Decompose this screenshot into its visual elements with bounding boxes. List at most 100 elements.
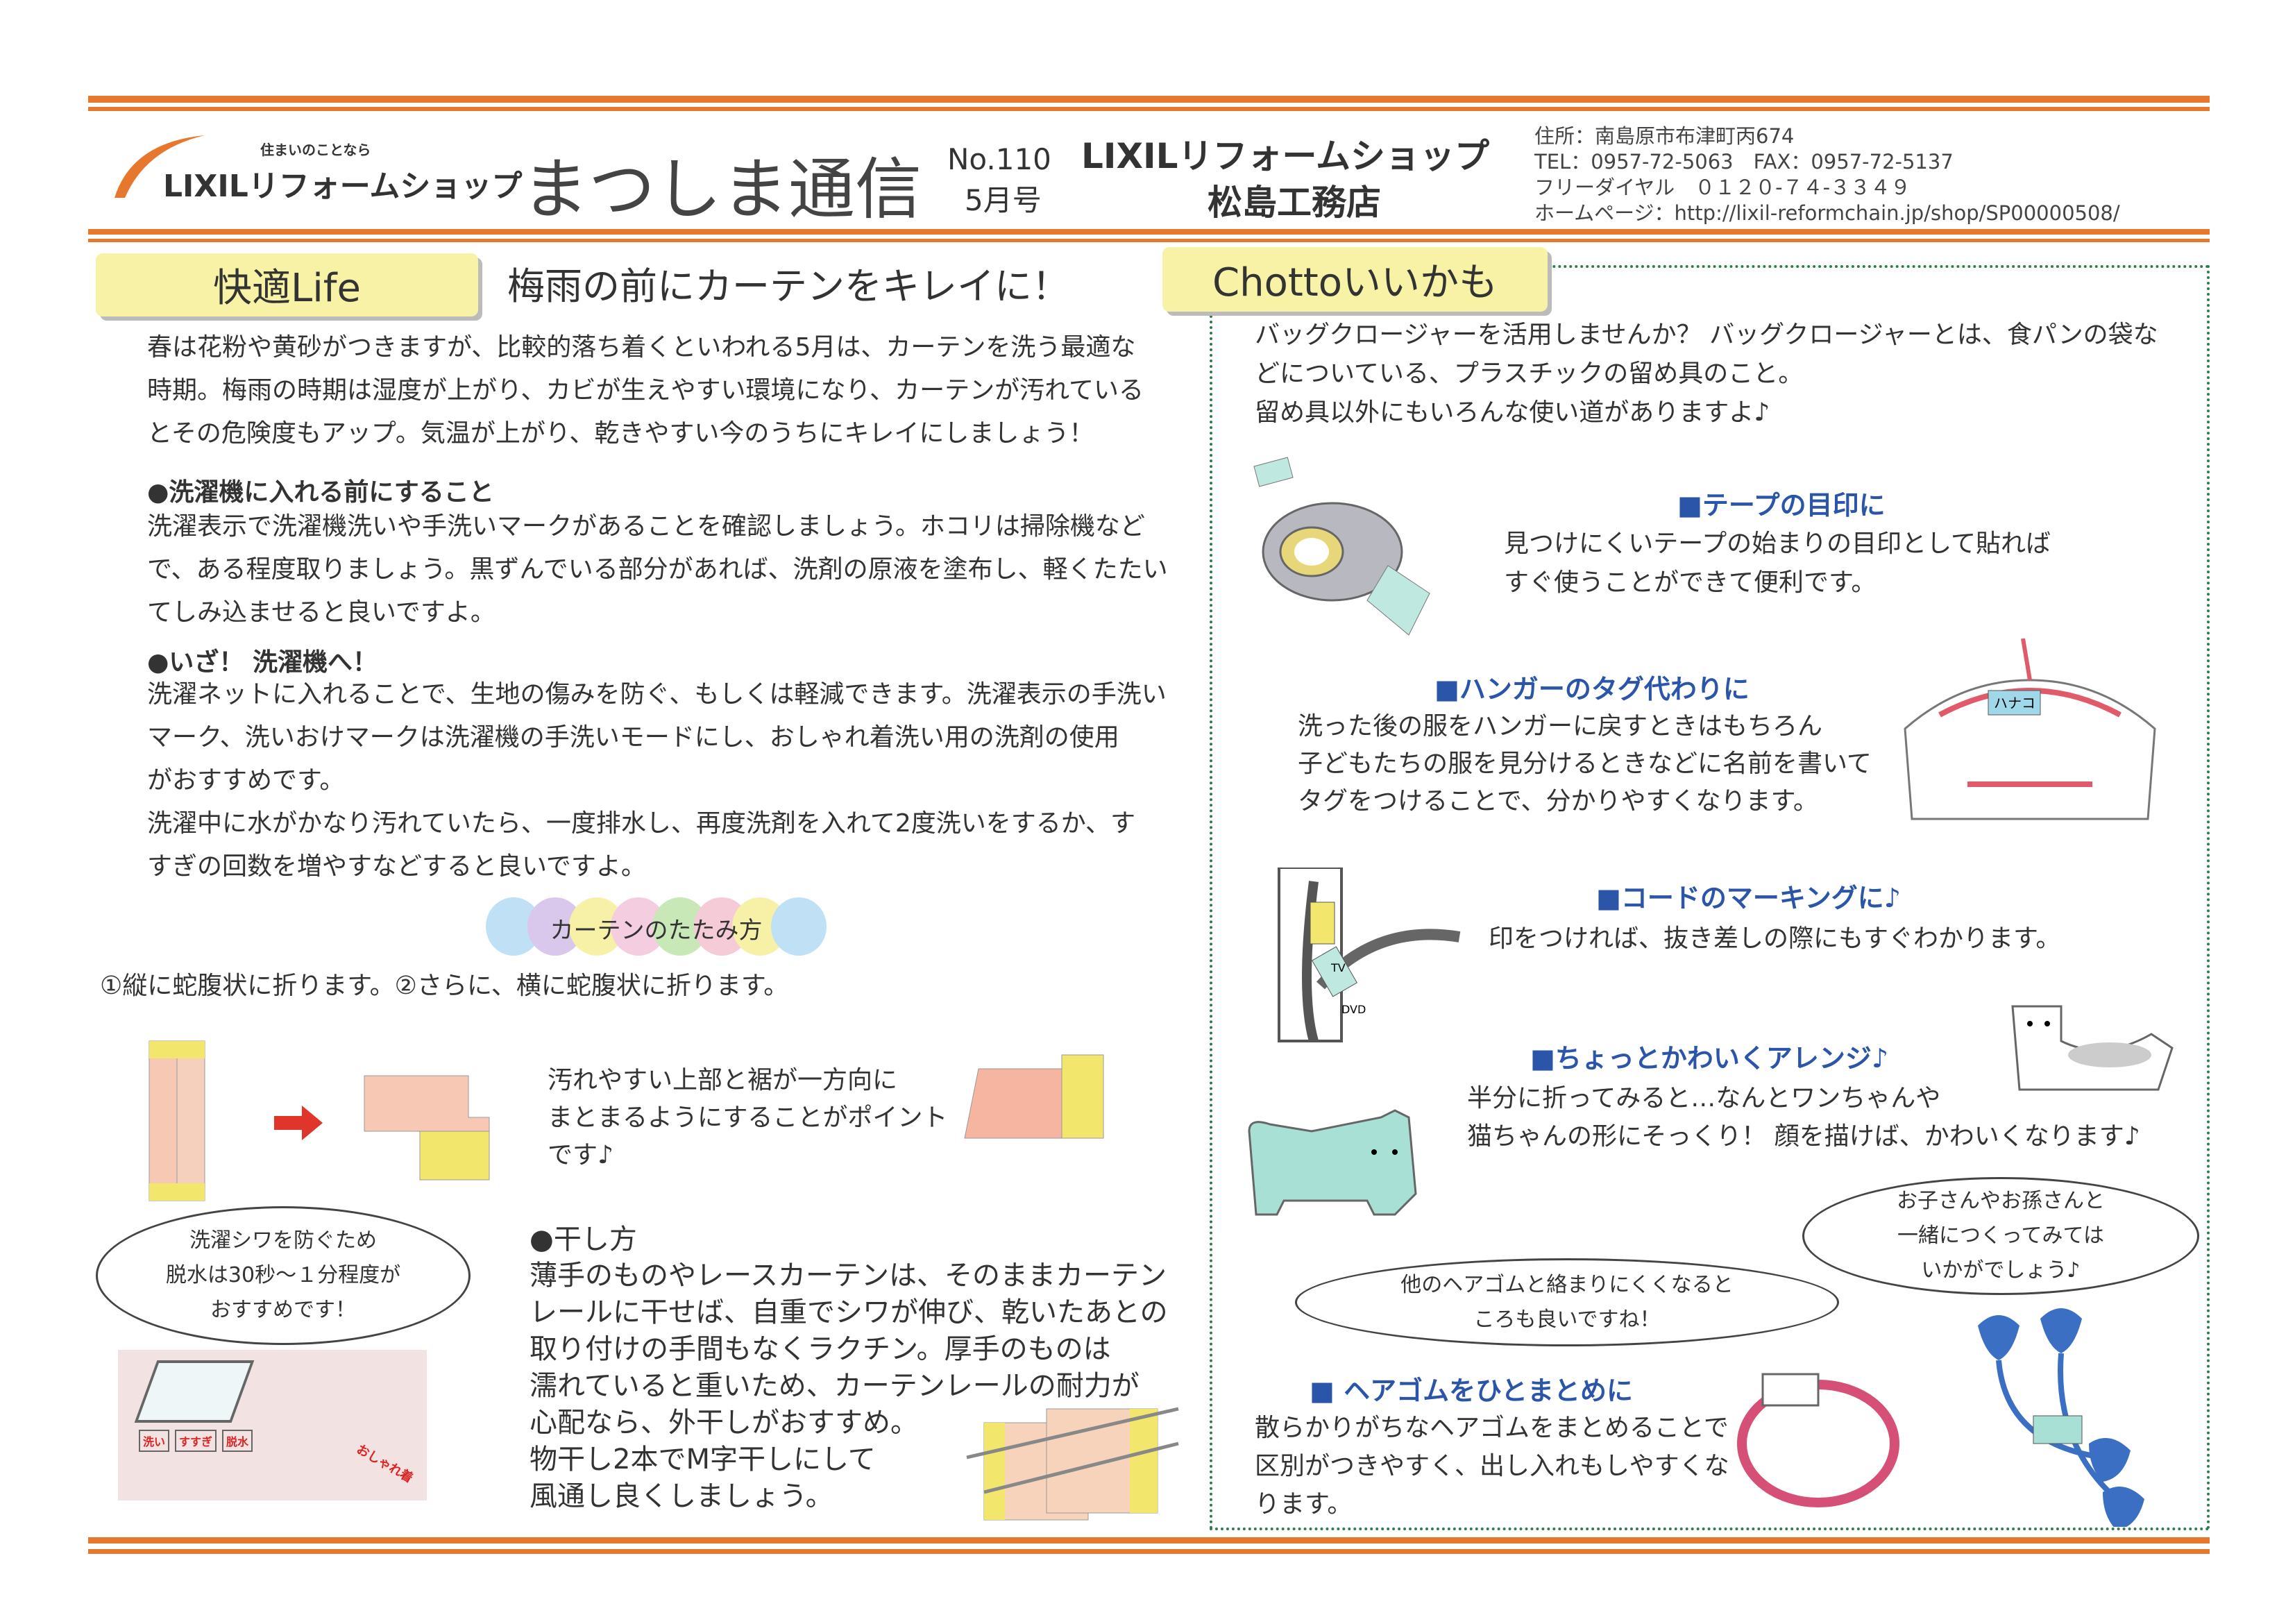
wash-button: 洗い bbox=[139, 1430, 170, 1452]
logo: 住まいのことなら LIXILリフォームショップ bbox=[111, 132, 522, 204]
bubble-line: 脱水は30秒～１分程度が bbox=[165, 1263, 401, 1287]
header-rule-2 bbox=[88, 239, 2210, 242]
chotto-box bbox=[1210, 265, 2210, 1530]
item-title: ■コードのマーキングに♪ bbox=[1596, 883, 1902, 913]
m-shape-drying-illustration bbox=[966, 1407, 1179, 1521]
tip-line: 汚れやすい上部と裾が一方向に bbox=[548, 1066, 898, 1094]
issue-month: 5月号 bbox=[965, 183, 1042, 217]
item-body: 半分に折ってみると…なんとワンちゃんや 猫ちゃんの形にそっくり！ 顔を描けば、か… bbox=[1467, 1079, 2140, 1156]
cord-tag-tv: TV bbox=[1330, 961, 1346, 974]
bubble-line: 洗濯シワを防ぐため bbox=[189, 1228, 377, 1253]
body-line: 猫ちゃんの形にそっくり！ 顔を描けば、かわいくなります♪ bbox=[1467, 1122, 2140, 1151]
item-title: ■ ヘアゴムをひとまとめに bbox=[1310, 1376, 1633, 1406]
body-line: 洗濯中に水がかなり汚れていたら、一度排水し、再度洗剤を入れて2度洗いをするか、す bbox=[147, 809, 1136, 838]
issue-number: No.110 bbox=[947, 142, 1051, 176]
fold-tip: 汚れやすい上部と裾が一方向に まとまるようにすることがポイント です♪ bbox=[548, 1062, 947, 1174]
item-title: ■ちょっとかわいくアレンジ♪ bbox=[1530, 1043, 1889, 1074]
body-line: すぐ使うことができて便利です。 bbox=[1504, 568, 1877, 597]
cord-illustration: TV DVD bbox=[1278, 868, 1461, 1042]
tab-kaiteki-life: 快適Life bbox=[96, 253, 478, 316]
section-body: 洗濯ネットに入れることで、生地の傷みを防ぐ、もしくは軽減できます。洗濯表示の手洗… bbox=[147, 673, 1167, 888]
shop-name: 松島工務店 bbox=[1208, 183, 1381, 223]
bubble-line: 他のヘアゴムと絡まりにくくなると bbox=[1400, 1272, 1734, 1297]
hair-tie-tip-bubble: 他のヘアゴムと絡まりにくくなると ころも良いですね！ bbox=[1295, 1258, 1839, 1346]
logo-text: LIXILリフォームショップ bbox=[163, 169, 523, 204]
body-line: てしみ込ませると良いですよ。 bbox=[147, 598, 496, 627]
body-line: がおすすめです。 bbox=[147, 766, 345, 795]
body-line: 洗った後の服をハンガーに戻すときはもちろん bbox=[1298, 712, 1823, 741]
tip-line: まとまるようにすることがポイント bbox=[548, 1103, 948, 1132]
body-line: 洗濯ネットに入れることで、生地の傷みを防ぐ、もしくは軽減できます。洗濯表示の手洗… bbox=[147, 680, 1167, 709]
header-rule bbox=[88, 229, 2210, 235]
body-line: 物干し2本でM字干しにして bbox=[530, 1444, 876, 1475]
shop-brand: LIXILリフォームショップ bbox=[1081, 136, 1489, 176]
spin-tip-bubble: 洗濯シワを防ぐため 脱水は30秒～１分程度が おすすめです！ bbox=[96, 1206, 471, 1345]
curtain-fold-illustration bbox=[149, 1040, 1104, 1201]
fold-pill-label: カーテンのたたみ方 bbox=[550, 917, 763, 945]
kids-tip-bubble: お子さんやお孫さんと 一緒につくってみては いかがでしょう♪ bbox=[1802, 1177, 2199, 1295]
tip-line: です♪ bbox=[548, 1141, 613, 1169]
delicate-label: おしゃれ着 bbox=[354, 1441, 416, 1486]
hanger-illustration: ハナコ bbox=[1904, 638, 2156, 820]
item-body: 洗った後の服をハンガーに戻すときはもちろん 子どもたちの服を見分けるときなどに名… bbox=[1298, 708, 1872, 820]
bubble-line: おすすめです！ bbox=[210, 1298, 356, 1322]
intro-line: どについている、プラスチックの留め具のこと。 bbox=[1255, 360, 1804, 388]
intro-line: バッグクロージャーを活用しませんか？ バッグクロージャーとは、食パンの袋な bbox=[1255, 321, 2158, 349]
section-body: 洗濯表示で洗濯機洗いや手洗いマークがあることを確認しましょう。ホコリは掃除機など… bbox=[147, 505, 1168, 634]
hanger-tag-label: ハナコ bbox=[1994, 695, 2035, 711]
body-line: 薄手のものやレースカーテンは、そのままカーテン bbox=[530, 1260, 1167, 1292]
bubble-line: お子さんやお孫さんと bbox=[1897, 1189, 2105, 1213]
intro-line: 春は花粉や黄砂がつきますが、比較的落ち着くといわれる5月は、カーテンを洗う最適な bbox=[147, 333, 1136, 362]
body-line: 濡れていると重いため、カーテンレールの耐力が bbox=[530, 1370, 1140, 1402]
contact-info: 住所：南島原市布津町丙674 TEL：0957-72-5063 FAX：0957… bbox=[1534, 124, 2120, 226]
body-line: で、ある程度取りましょう。黒ずんでいる部分があれば、洗剤の原液を塗布し、軽くたた… bbox=[147, 555, 1168, 584]
body-line: 区別がつきやすく、出し入れもしやすくな bbox=[1255, 1452, 1729, 1480]
logo-swoosh-icon bbox=[115, 135, 205, 198]
cat-closure-illustration bbox=[1248, 1109, 1417, 1216]
article-heading: 梅雨の前にカーテンをキレイに！ bbox=[507, 264, 1069, 308]
body-line: 風通し良くしましょう。 bbox=[530, 1480, 833, 1512]
body-line: 洗濯表示で洗濯機洗いや手洗いマークがあることを確認しましょう。ホコリは掃除機など bbox=[147, 512, 1145, 541]
body-line: 印をつければ、抜き差しの際にもすぐわかります。 bbox=[1489, 924, 2061, 953]
pastel-circles bbox=[486, 897, 827, 956]
body-line: すぎの回数を増やすなどすると良いですよ。 bbox=[147, 852, 646, 881]
logo-tagline: 住まいのことなら bbox=[260, 142, 371, 158]
free-dial: フリーダイヤル ０１２０-７４-３３４９ bbox=[1534, 176, 1911, 199]
spin-button: 脱水 bbox=[222, 1430, 253, 1452]
body-line: レールに干せば、自重でシワが伸び、乾いたあとの bbox=[530, 1296, 1168, 1328]
dry-body: 薄手のものやレースカーテンは、そのままカーテン レールに干せば、自重でシワが伸び… bbox=[530, 1258, 1168, 1515]
washer-panel-illustration: 洗い すすぎ 脱水 おしゃれ着 bbox=[118, 1350, 427, 1500]
rinse-button: すすぎ bbox=[175, 1430, 217, 1452]
body-line: 取り付けの手間もなくラクチン。厚手のものは bbox=[530, 1333, 1111, 1365]
bottom-rule-2 bbox=[88, 1549, 2210, 1554]
fold-steps: ①縦に蛇腹状に折ります。②さらに、横に蛇腹状に折ります。 bbox=[100, 972, 789, 1000]
address: 住所：南島原市布津町丙674 bbox=[1534, 124, 1795, 148]
body-line: 半分に折ってみると…なんとワンちゃんや bbox=[1467, 1084, 1941, 1113]
top-rule-2 bbox=[88, 107, 2210, 111]
body-line: 散らかりがちなヘアゴムをまとめることで bbox=[1255, 1414, 1729, 1442]
item-title: ■ハンガーのタグ代わりに bbox=[1434, 674, 1750, 704]
section-title: ●いざ！ 洗濯機へ！ bbox=[147, 648, 378, 677]
tab-chotto: Chottoいいかも bbox=[1162, 247, 1548, 312]
section-title: ●洗濯機に入れる前にすること bbox=[147, 478, 494, 507]
bottom-rule bbox=[88, 1537, 2210, 1543]
right-intro: バッグクロージャーを活用しませんか？ バッグクロージャーとは、食パンの袋な どに… bbox=[1255, 316, 2158, 432]
top-rule bbox=[88, 96, 2210, 103]
display-window bbox=[134, 1360, 255, 1423]
homepage-link[interactable]: ホームページ：http://lixil-reformchain.jp/shop/… bbox=[1534, 201, 2120, 225]
tab-label: 快適Life bbox=[213, 266, 361, 311]
tab-label: Chottoいいかも bbox=[1212, 260, 1498, 305]
hair-tie-illustration bbox=[1737, 1308, 2144, 1527]
body-line: 見つけにくいテープの始まりの目印として貼れば bbox=[1504, 530, 2051, 558]
tape-illustration bbox=[1253, 457, 1430, 636]
bubble-line: 一緒につくってみては bbox=[1897, 1224, 2104, 1248]
bubble-line: ころも良いですね！ bbox=[1473, 1307, 1661, 1332]
left-intro: 春は花粉や黄砂がつきますが、比較的落ち着くといわれる5月は、カーテンを洗う最適な… bbox=[147, 326, 1144, 455]
item-title: ■テープの目印に bbox=[1677, 490, 1886, 521]
body-line: 心配なら、外干しがおすすめ。 bbox=[530, 1407, 918, 1439]
phone-fax: TEL：0957-72-5063 FAX：0957-72-5137 bbox=[1534, 150, 1954, 174]
fold-pill: カーテンのたたみ方 bbox=[486, 897, 827, 956]
bubble-line: いかがでしょう♪ bbox=[1921, 1258, 2081, 1283]
body-line: ります。 bbox=[1255, 1490, 1353, 1519]
intro-line: 留め具以外にもいろんな使い道がありますよ♪ bbox=[1255, 398, 1770, 427]
